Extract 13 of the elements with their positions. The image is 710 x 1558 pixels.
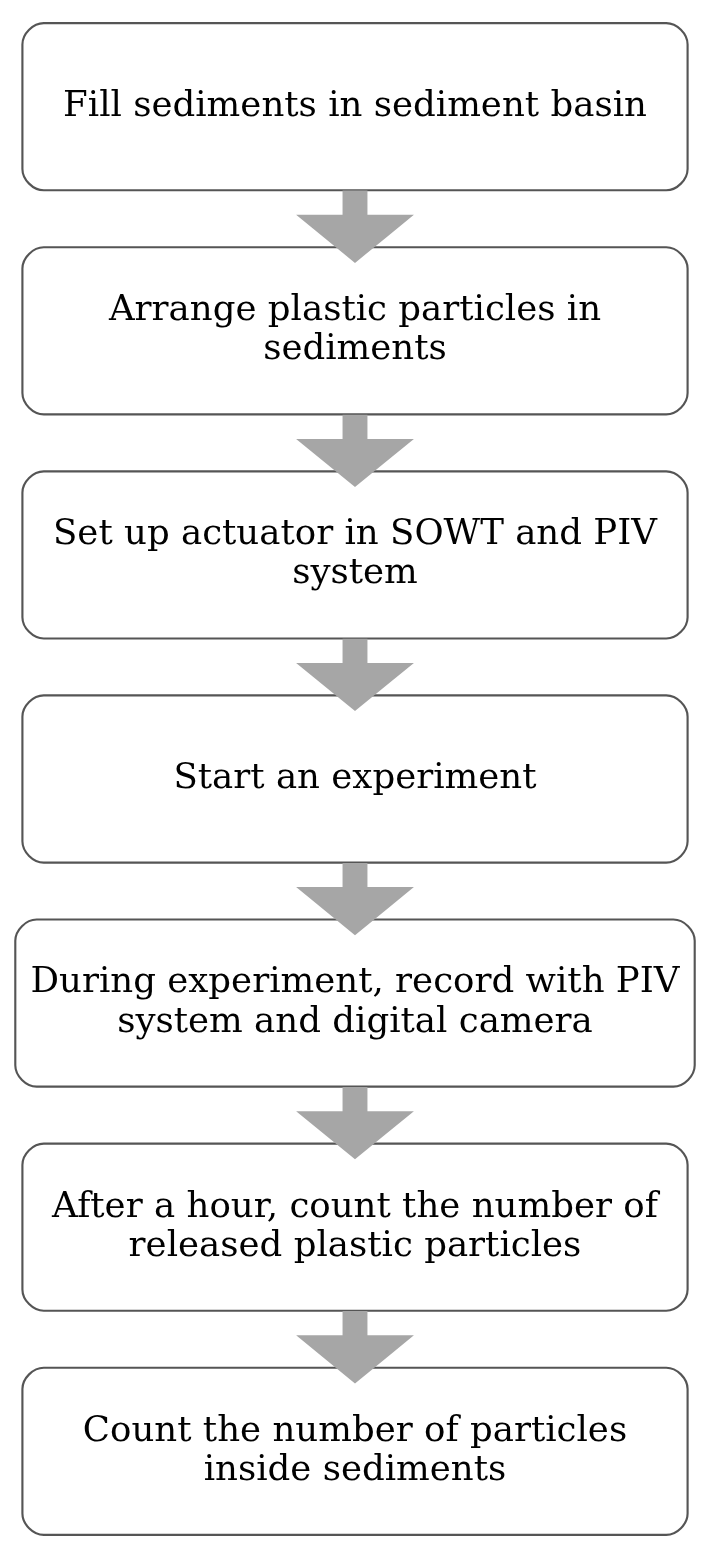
arrow (296, 190, 414, 263)
arrow (296, 862, 414, 936)
arrow (296, 638, 414, 712)
arrow (296, 414, 414, 487)
arrow (296, 1087, 414, 1160)
node-box: Fill sediments in sediment basin (21, 22, 689, 192)
node-box: Arrange plastic particles in sediments (21, 246, 689, 416)
node-box: Set up actuator in SOWT and PIV system (21, 470, 689, 640)
node-box: Count the number of particles inside sediments (21, 1366, 689, 1536)
node-box: During experiment, record with PIV system and digital camera (14, 918, 696, 1088)
node-box: Start an experiment (21, 694, 689, 864)
arrow (296, 1311, 414, 1384)
node-box: After a hour, count the number of released plastic particles (21, 1142, 689, 1312)
